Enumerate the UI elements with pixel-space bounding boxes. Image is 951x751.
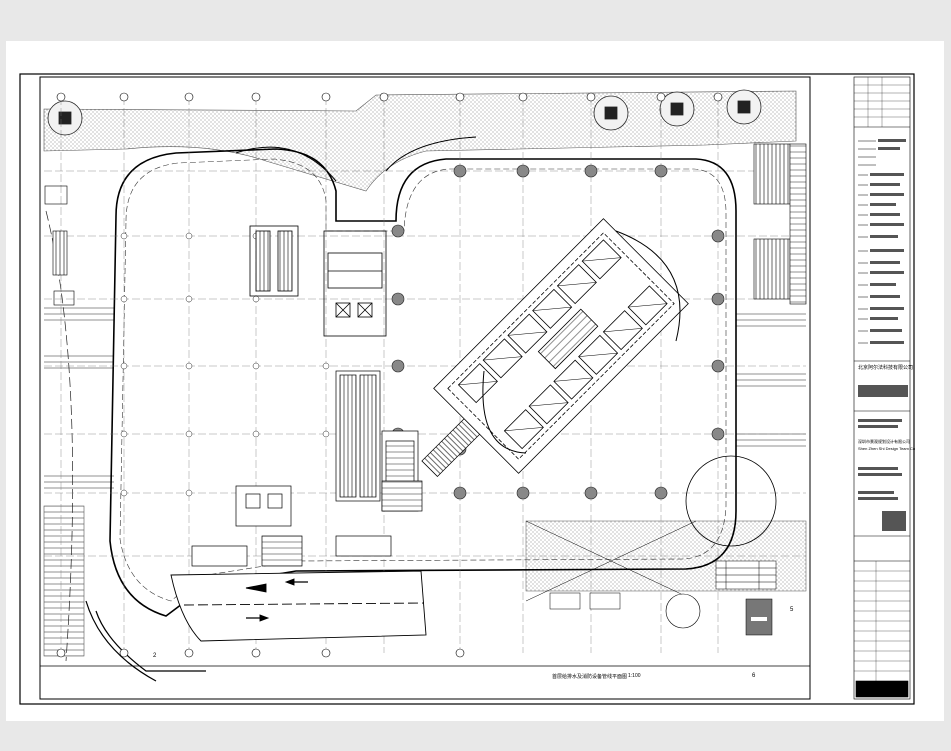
legend-lines	[858, 140, 876, 344]
core-lower-left	[191, 480, 423, 567]
paving-right-3	[736, 431, 806, 451]
floor-plan-drawing	[19, 73, 915, 705]
ramp	[170, 570, 427, 642]
grid-mark: 6	[752, 673, 756, 679]
legend-table	[715, 560, 777, 636]
plan-scale: 1:100	[628, 673, 641, 679]
sheet-border	[19, 73, 915, 705]
paving-right-1	[736, 311, 806, 331]
consultant-name-en: Shen Zhen Shi Design Team Co	[858, 446, 916, 451]
core-left	[249, 225, 387, 337]
legend-text-marks	[858, 139, 908, 531]
plan-title: 首层给排水及消防设备管线平面图	[552, 674, 628, 680]
round-plaza	[685, 455, 777, 547]
grid-mark: 5	[790, 607, 794, 613]
paving-right-2	[736, 371, 806, 391]
title-block	[853, 76, 911, 700]
building-outline	[109, 148, 737, 617]
paving-left-2	[44, 351, 114, 371]
tower-core	[433, 218, 689, 474]
paving-left-3	[44, 471, 114, 491]
grid-mark: 2	[153, 653, 157, 659]
paving-left-4	[43, 505, 85, 657]
drawing-sheet: 北京阿尔法科技有限公司 深圳市景观规划设计有限公司 Shen Zhen Shi …	[6, 41, 944, 721]
building-inner-line	[119, 158, 727, 602]
company-name: 北京阿尔法科技有限公司	[858, 365, 914, 371]
tree-icon	[47, 89, 762, 136]
drawing-frame	[39, 76, 811, 700]
consultant-name-cn: 深圳市景观规划设计有限公司	[858, 439, 910, 444]
paving-left-1	[44, 303, 114, 323]
